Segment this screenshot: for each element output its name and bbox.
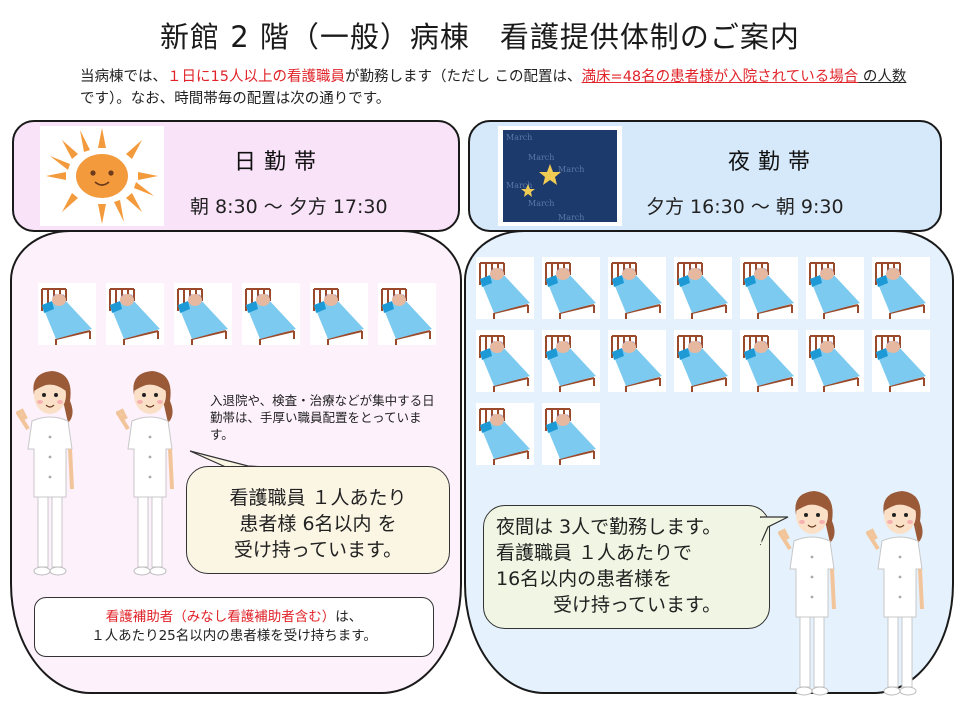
- intro-highlight-staff: １日に15人以上の看護職員: [167, 69, 345, 85]
- night-bubble-line: 看護職員 １人あたりで: [496, 542, 693, 564]
- svg-text:March: March: [506, 181, 532, 190]
- night-ratio-bubble: 夜間は 3人で勤務します。 看護職員 １人あたりで 16名以内の患者様を 受け持…: [483, 505, 770, 629]
- nurse-illustration-icon: [866, 485, 932, 705]
- day-shift-note: 入退院や、検査・治療などが集中する日勤帯は、手厚い職員配置をとっています。: [210, 393, 435, 442]
- nurse-illustration-icon: [116, 365, 182, 585]
- nurse-illustration-icon: [778, 485, 844, 705]
- night-shift-label: 夜勤帯: [728, 150, 819, 175]
- day-shift-header: 日勤帯 朝 8:30 ～ 夕方 17:30: [12, 120, 460, 232]
- svg-text:March: March: [528, 199, 554, 208]
- patient-bed-icon: [242, 283, 300, 345]
- patient-bed-icon: [806, 330, 864, 392]
- patient-bed-icon: [740, 257, 798, 319]
- svg-text:March: March: [558, 165, 584, 174]
- patient-bed-icon: [608, 257, 666, 319]
- patient-bed-icon: [608, 330, 666, 392]
- patient-bed-icon: [476, 257, 534, 319]
- patient-bed-icon: [378, 283, 436, 345]
- intro-text-1: 当病棟では、: [80, 69, 167, 85]
- moon-and-stars-icon: March March March March March March: [498, 126, 622, 226]
- night-bubble-line: 16名以内の患者様を: [496, 568, 673, 590]
- patient-bed-icon: [476, 330, 534, 392]
- day-bubble-line: 看護職員 １人あたり: [229, 487, 407, 509]
- intro-paragraph: 当病棟では、１日に15人以上の看護職員が勤務します（ただし この配置は、満床=4…: [80, 66, 920, 110]
- day-ratio-bubble: 看護職員 １人あたり 患者様 6名以内 を 受け持っています。: [186, 466, 450, 574]
- patient-bed-icon: [542, 403, 600, 465]
- patient-bed-icon: [106, 283, 164, 345]
- patient-bed-icon: [740, 330, 798, 392]
- patient-bed-icon: [806, 257, 864, 319]
- day-shift-time: 朝 8:30 ～ 夕方 17:30: [190, 196, 388, 218]
- aide-text: は、: [335, 609, 363, 625]
- patient-bed-icon: [542, 330, 600, 392]
- patient-bed-icon: [872, 330, 930, 392]
- day-bubble-line: 受け持っています。: [233, 539, 403, 561]
- patient-bed-icon: [38, 283, 96, 345]
- sun-icon: [40, 126, 164, 226]
- nurse-illustration-icon: [16, 365, 82, 585]
- speech-bubble-tail-icon: [760, 516, 789, 546]
- night-shift-header: March March March March March March 夜勤帯 …: [468, 120, 942, 232]
- patient-bed-icon: [674, 330, 732, 392]
- patient-bed-icon: [310, 283, 368, 345]
- intro-text-3: です）。なお、時間帯毎の配置は次の通りです。: [80, 91, 391, 107]
- svg-text:March: March: [506, 133, 532, 142]
- intro-highlight-full-capacity: 満床=48名の患者様が入院されている場合: [581, 69, 859, 85]
- night-bubble-line: 受け持っています。: [496, 594, 722, 616]
- patient-bed-icon: [872, 257, 930, 319]
- page-title: 新館 2 階（一般）病棟 看護提供体制のご案内: [160, 20, 800, 54]
- intro-text-2: が勤務します（ただし この配置は、: [344, 69, 582, 85]
- night-shift-time: 夕方 16:30 ～ 朝 9:30: [646, 196, 844, 218]
- svg-text:March: March: [558, 213, 584, 222]
- nursing-aide-info-box: 看護補助者（みなし看護補助者含む）は、 １人あたり25名以内の患者様を受け持ちま…: [34, 597, 434, 657]
- patient-bed-icon: [476, 403, 534, 465]
- patient-bed-icon: [674, 257, 732, 319]
- aide-label: 看護補助者（みなし看護補助者含む）: [105, 609, 336, 625]
- patient-bed-icon: [542, 257, 600, 319]
- patient-bed-icon: [174, 283, 232, 345]
- svg-text:March: March: [528, 153, 554, 162]
- intro-text-count: の人数: [858, 69, 907, 85]
- day-bubble-line: 患者様 6名以内 を: [239, 513, 397, 535]
- aide-ratio-text: １人あたり25名以内の患者様を受け持ちます。: [91, 628, 377, 644]
- day-shift-label: 日勤帯: [234, 150, 325, 175]
- night-bubble-line: 夜間は 3人で勤務します。: [496, 516, 722, 538]
